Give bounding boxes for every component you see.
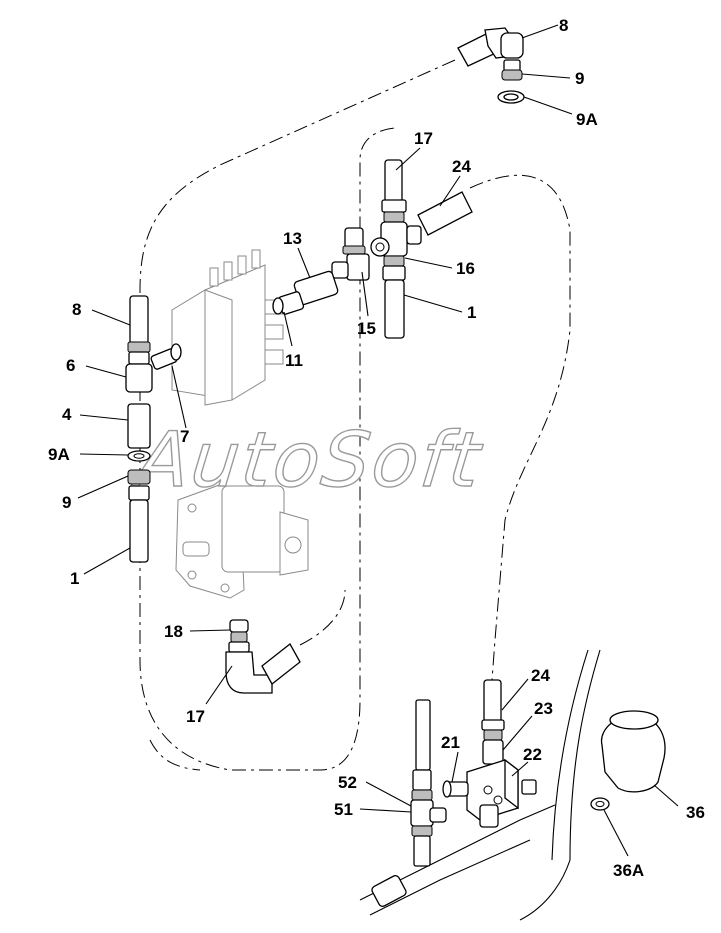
callout-17-top: 17: [414, 129, 433, 148]
check-valve-assembly: [272, 227, 370, 315]
callout-labels: 8 9 9A 17 24 13 16 1 15 11 8 6 4 7 9A 9 …: [48, 16, 705, 880]
tee-fitting-assembly: [370, 159, 473, 339]
hose-elbow-assembly-top: [457, 27, 525, 104]
callout-6: 6: [66, 356, 75, 375]
callout-36: 36: [686, 803, 705, 822]
callout-52: 52: [338, 773, 357, 792]
callout-9-top: 9: [575, 69, 584, 88]
callout-51: 51: [334, 800, 353, 819]
callout-23: 23: [534, 699, 553, 718]
callout-24-bottom: 24: [531, 666, 550, 685]
elbow-adapter-assembly: [225, 619, 301, 694]
watermark: AutoSoft: [128, 415, 487, 504]
callout-15: 15: [357, 319, 376, 338]
callout-18: 18: [164, 622, 183, 641]
callout-leaders: [77, 24, 679, 857]
callout-11: 11: [285, 351, 303, 370]
callout-22: 22: [523, 745, 542, 764]
accumulator-valve-assembly: [359, 649, 666, 921]
callout-13: 13: [283, 229, 302, 248]
callout-1-right: 1: [467, 303, 476, 322]
callout-9a-top: 9A: [576, 110, 598, 129]
callout-17-bottom: 17: [186, 707, 205, 726]
callout-9-left: 9: [62, 493, 71, 512]
left-hose-stack: [125, 295, 182, 563]
callout-8-left: 8: [72, 300, 81, 319]
callout-9a-left: 9A: [48, 445, 70, 464]
pipe-route-lines: [139, 59, 571, 771]
callout-21: 21: [441, 733, 460, 752]
callout-24-top: 24: [452, 157, 471, 176]
callout-1-left: 1: [70, 569, 79, 588]
callout-16: 16: [456, 259, 475, 278]
control-valve-block-ghost: [171, 249, 284, 406]
callout-7: 7: [180, 427, 189, 446]
callout-36a: 36A: [613, 861, 644, 880]
callout-8-top: 8: [559, 16, 568, 35]
callout-4: 4: [62, 405, 72, 424]
hydraulic-pump-ghost: [175, 483, 309, 599]
